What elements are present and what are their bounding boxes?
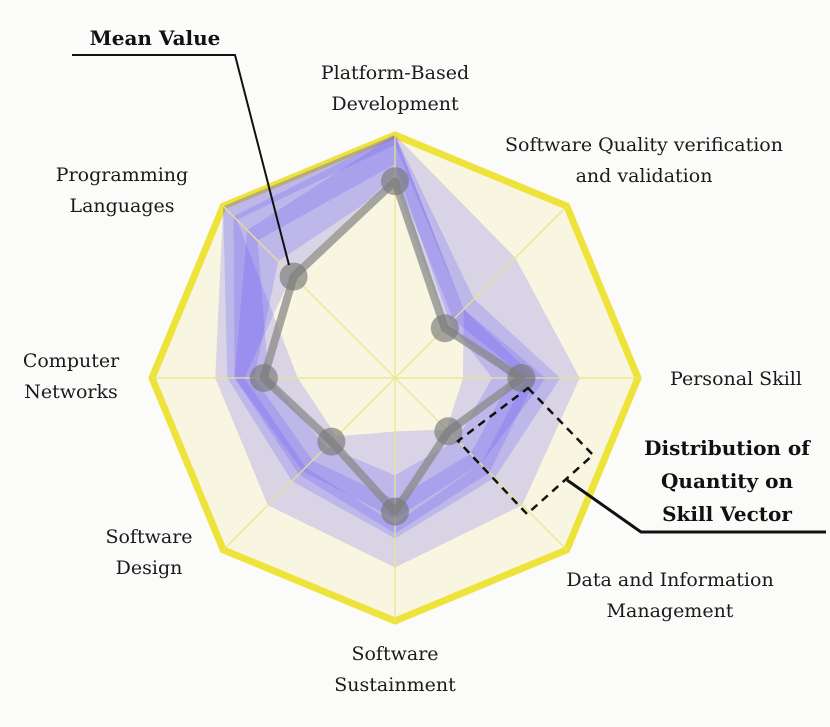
distribution-dashed-box: [456, 386, 595, 516]
mean-value-leader-line: [72, 54, 290, 266]
mean-value-point-1: [381, 167, 409, 196]
distribution-leader-line: [566, 478, 826, 534]
mean-value-point-3: [507, 364, 536, 392]
mean-value-point-2: [430, 314, 459, 343]
mean-value-point-8: [279, 262, 308, 291]
spoke-4: [394, 377, 568, 551]
distribution-band-3: [233, 135, 546, 519]
callout-layer: [72, 54, 826, 534]
mean-value-point-7: [249, 364, 278, 392]
mean-value-point-6: [317, 427, 346, 456]
axis-label-programming-languages: Programming Languages: [55, 164, 189, 217]
distribution-band-2: [223, 135, 561, 539]
mean-series-layer: [249, 167, 536, 526]
callout-mean-value: Mean Value: [89, 26, 221, 50]
axis-label-personal-skill: Personal Skill: [670, 368, 802, 390]
axis-label-software-design: Software Design: [105, 526, 193, 579]
axis-label-platform-based-development: Platform-Based Development: [320, 62, 470, 115]
distribution-band-1: [215, 135, 580, 568]
mean-value-point-5: [381, 497, 409, 526]
spoke-2: [394, 205, 568, 379]
spokes-layer: [152, 135, 638, 621]
mean-value-point-4: [434, 417, 463, 446]
callout-distribution: Distribution of Quantity on Skill Vector: [644, 436, 810, 526]
axis-label-software-sustainment: Software Sustainment: [334, 643, 456, 696]
distribution-band-4: [234, 135, 536, 534]
distribution-bands-layer: [215, 135, 580, 568]
spoke-8: [222, 205, 396, 379]
axis-label-computer-networks: Computer Networks: [22, 350, 120, 403]
spoke-6: [222, 377, 396, 551]
axis-label-data-information-management: Data and Information Management: [566, 569, 774, 622]
axis-label-software-quality: Software Quality verification and valida…: [505, 134, 783, 187]
